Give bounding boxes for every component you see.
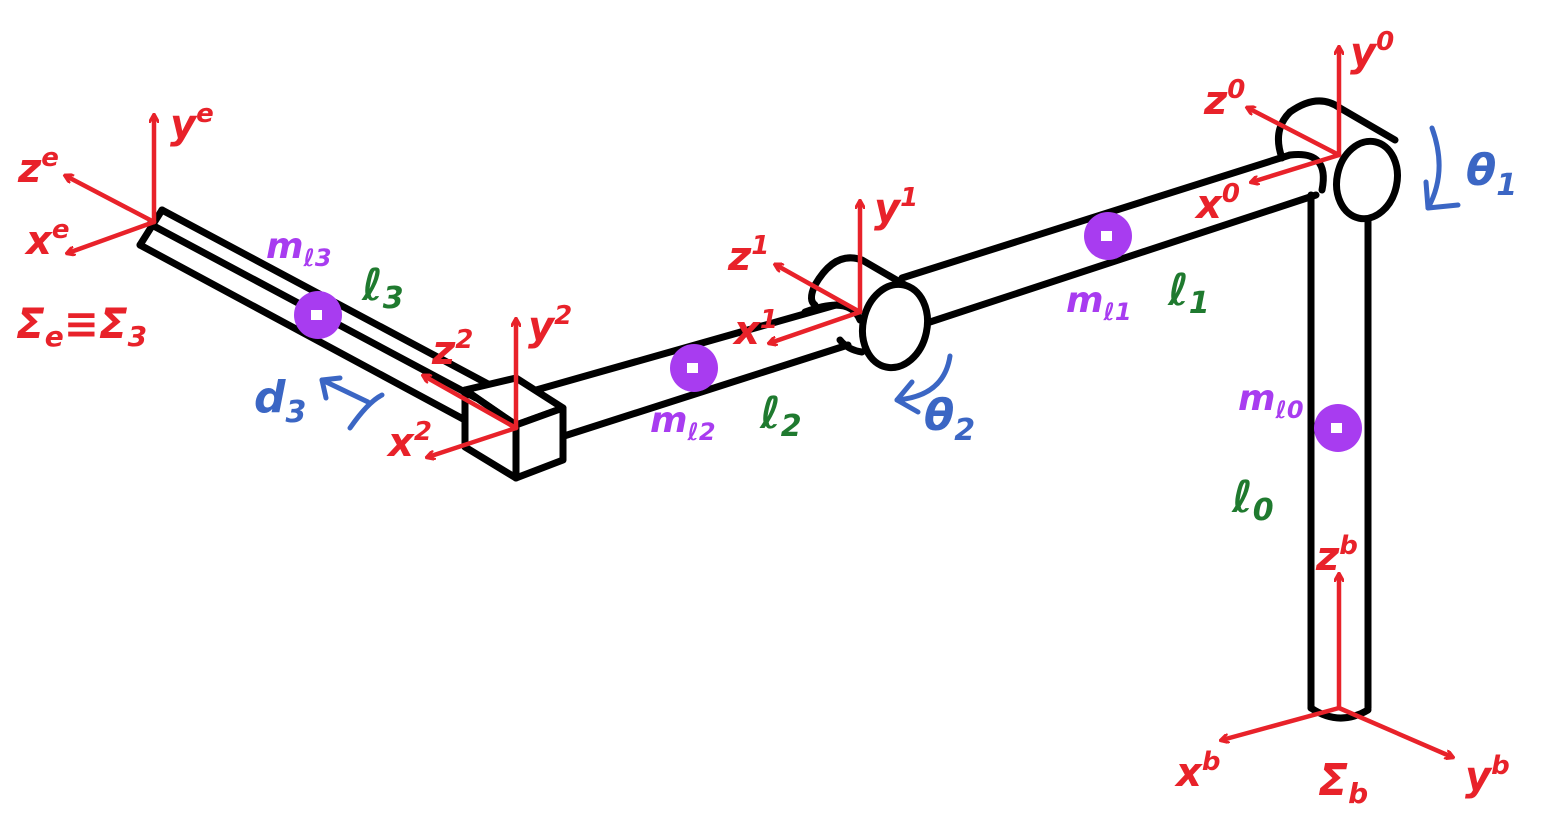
label-sigma-e-equiv-sigma-3: Σe≡Σ3 xyxy=(16,299,147,353)
frame-0-axes xyxy=(1248,48,1339,182)
label-y-0: y0 xyxy=(1350,27,1394,76)
link-0-column xyxy=(1307,191,1372,722)
label-x-1: x1 xyxy=(732,305,778,354)
label-x-b: xb xyxy=(1174,747,1220,796)
mass-dot-l1 xyxy=(1084,212,1132,260)
label-l3: ℓ3 xyxy=(361,260,404,316)
label-z-e: ze xyxy=(17,143,59,192)
mass-dots xyxy=(294,212,1362,452)
label-l2: ℓ2 xyxy=(759,388,802,444)
label-z-0: z0 xyxy=(1203,75,1245,124)
label-m-l1: mℓ1 xyxy=(1066,280,1132,326)
label-sigma-b: Σb xyxy=(1318,755,1368,810)
mass-dot-l3 xyxy=(294,291,342,339)
label-z-b: zb xyxy=(1315,531,1358,580)
base-frame-axes xyxy=(1222,575,1452,757)
label-y-e: ye xyxy=(170,99,214,148)
label-y-2: y2 xyxy=(528,301,572,350)
label-x-0: x0 xyxy=(1194,179,1240,228)
mass-dot-l0 xyxy=(1314,404,1362,452)
frame-2-axes xyxy=(424,320,516,457)
theta1-arrow xyxy=(1423,125,1461,211)
label-y-b: yb xyxy=(1465,751,1510,800)
label-l1: ℓ1 xyxy=(1167,265,1210,321)
joint-1-cylinder xyxy=(1274,97,1401,223)
label-l0: ℓ0 xyxy=(1231,472,1274,528)
label-x-e: xe xyxy=(24,215,69,264)
frame-1-axes xyxy=(770,202,860,343)
end-frame-axes xyxy=(66,116,154,253)
label-y-1: y1 xyxy=(874,183,918,232)
label-m-l3: mℓ3 xyxy=(266,226,332,272)
theta2-arrow xyxy=(894,353,953,415)
d3-arrow xyxy=(319,375,385,431)
mass-dot-l2 xyxy=(670,344,718,392)
label-m-l0: mℓ0 xyxy=(1238,378,1304,424)
label-z-1: z1 xyxy=(727,231,769,280)
label-theta1: θ1 xyxy=(1466,145,1517,203)
label-x-2: x2 xyxy=(386,417,432,466)
label-d3: d3 xyxy=(254,372,306,430)
label-theta2: θ2 xyxy=(924,390,975,448)
label-z-2: z2 xyxy=(431,325,473,374)
label-m-l2: mℓ2 xyxy=(650,400,716,446)
